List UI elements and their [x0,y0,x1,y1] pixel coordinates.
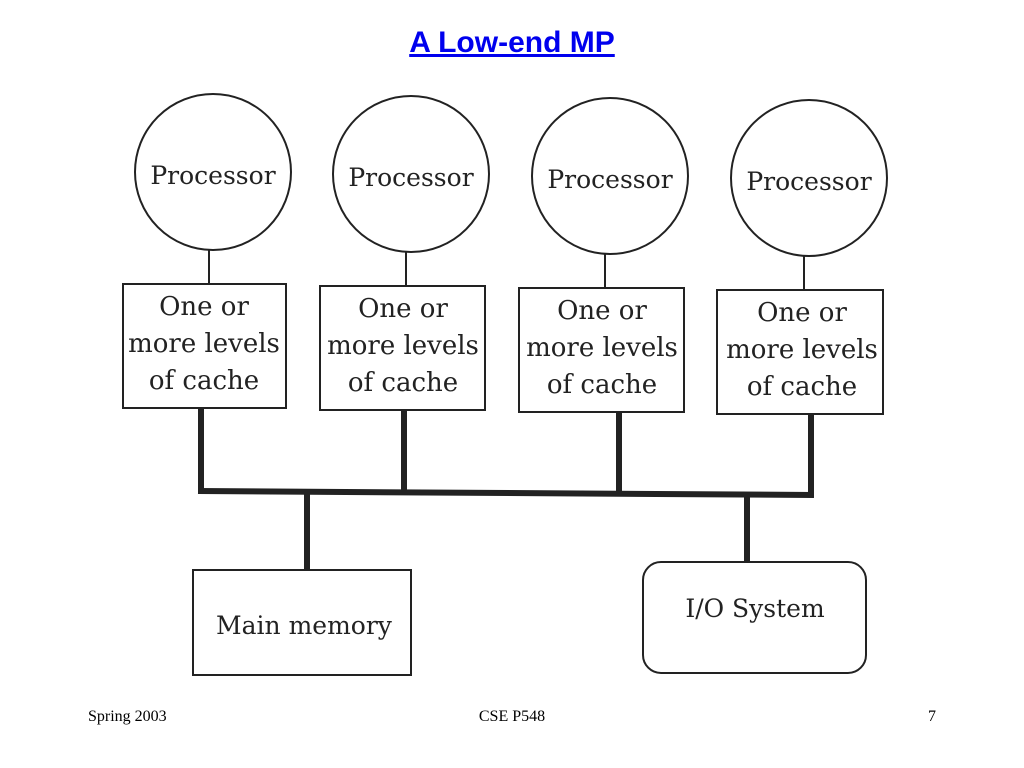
footer-course: CSE P548 [478,708,546,725]
cache-box [716,289,884,415]
io-system-label: I/O System [685,594,825,623]
slide-title: A Low-end MP [409,26,615,59]
io-system-box [642,561,867,674]
cache-line-2: more levels [128,329,280,359]
processor-label: Processor [348,163,473,192]
processor-unit-4: Processor One or more levels of cache [716,99,888,415]
footer-date: Spring 2003 [88,708,167,725]
cache-line-2: more levels [526,333,678,363]
processor-circle [134,93,292,251]
processor-circle [531,97,689,255]
cache-line-1: One or [159,292,249,322]
main-memory-box [192,569,412,676]
cache-line-1: One or [358,294,448,324]
processor-unit-1: Processor One or more levels of cache [122,93,292,409]
cache-line-3: of cache [348,368,458,398]
cache-box [518,287,685,413]
cache-line-3: of cache [547,370,657,400]
main-memory-unit: Main memory [192,569,412,676]
main-memory-label: Main memory [216,611,393,640]
cache-box [122,283,287,409]
cache-line-1: One or [557,296,647,326]
processor-label: Processor [547,165,672,194]
cache-box [319,285,486,411]
cache-line-3: of cache [149,366,259,396]
cache-line-1: One or [757,298,847,328]
shared-bus [197,488,815,498]
processor-circle [730,99,888,257]
processor-label: Processor [150,161,275,190]
processor-unit-3: Processor One or more levels of cache [518,97,689,413]
cache-line-3: of cache [747,372,857,402]
cache-line-2: more levels [726,335,878,365]
cache-line-2: more levels [327,331,479,361]
io-system-unit: I/O System [642,561,867,674]
processor-label: Processor [746,167,871,196]
processor-unit-2: Processor One or more levels of cache [319,95,490,411]
footer-page-number: 7 [928,708,936,725]
processor-circle [332,95,490,253]
